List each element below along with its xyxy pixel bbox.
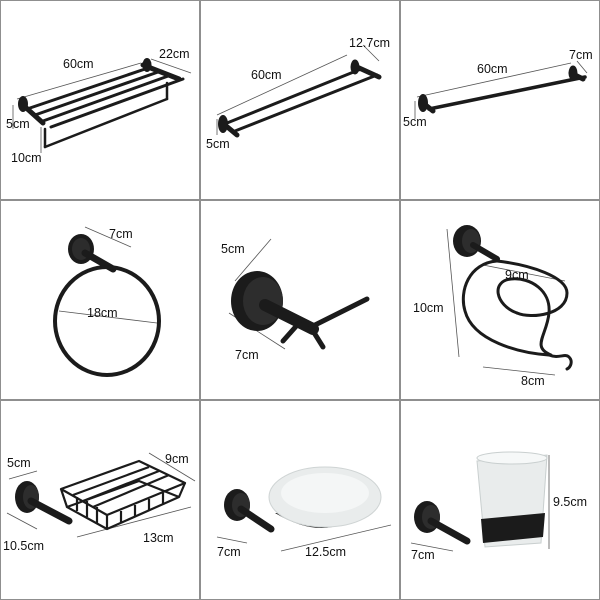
label-depth: 7cm [569, 48, 593, 62]
soap-dish-image [216, 466, 392, 552]
cell-towel-ring: 7cm 18cm [0, 200, 200, 400]
label-depth: 7cm [217, 545, 241, 559]
label-diameter: 18cm [87, 306, 118, 320]
cell-soap-basket: 5cm 9cm 10.5cm 13cm [0, 400, 200, 600]
label-height: 10cm [413, 301, 444, 315]
cell-double-towel-bar: 60cm 12.7cm 5cm [200, 0, 400, 200]
cell-soap-dish: 7cm 12.5cm [200, 400, 400, 600]
label-rack: 10cm [11, 151, 42, 165]
label-diameter: 12.5cm [305, 545, 346, 559]
label-length: 60cm [251, 68, 282, 82]
tumbler-holder-image [410, 451, 550, 552]
label-depth: 7cm [109, 227, 133, 241]
single-towel-bar-image [414, 60, 588, 119]
cell-hair-dryer-holder: 9cm 10cm 8cm [400, 200, 600, 400]
label-base: 5cm [206, 137, 230, 151]
label-base: 5cm [6, 117, 30, 131]
label-depth-top: 9cm [165, 452, 189, 466]
cell-single-towel-bar: 60cm 7cm 5cm [400, 0, 600, 200]
hair-dryer-holder-image [446, 225, 573, 376]
label-depth: 12.7cm [349, 36, 390, 50]
towel-shelf-image [12, 58, 192, 153]
label-depth: 7cm [235, 348, 259, 362]
cell-robe-hook: 5cm 7cm [200, 200, 400, 400]
label-length: 13cm [143, 531, 174, 545]
label-base: 5cm [7, 456, 31, 470]
label-depth: 22cm [159, 47, 190, 61]
robe-hook-image [228, 238, 370, 350]
cell-tumbler-holder: 9.5cm 7cm [400, 400, 600, 600]
label-depth: 10.5cm [3, 539, 44, 553]
label-bottom: 8cm [521, 374, 545, 388]
cell-towel-shelf: 60cm 22cm 5cm 10cm [0, 0, 200, 200]
label-height: 9.5cm [553, 495, 588, 509]
double-towel-bar-image [216, 44, 382, 138]
label-length: 60cm [477, 62, 508, 76]
soap-basket-image [6, 452, 196, 538]
label-length: 60cm [63, 57, 94, 71]
label-depth: 7cm [411, 548, 435, 562]
label-base: 5cm [221, 242, 245, 256]
towel-ring-image [53, 226, 161, 377]
label-width: 9cm [505, 268, 529, 282]
label-base: 5cm [403, 115, 427, 129]
